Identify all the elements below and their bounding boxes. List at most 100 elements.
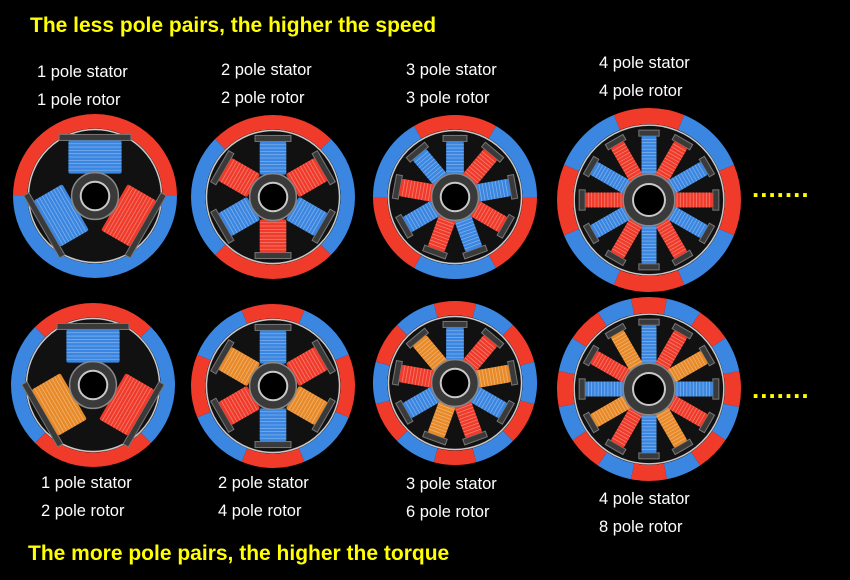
winding-line: [628, 171, 642, 180]
winding-line: [595, 353, 604, 368]
winding-line: [431, 171, 446, 184]
rotor-magnet: [320, 139, 355, 255]
winding-line: [659, 225, 673, 235]
winding-line: [243, 198, 258, 222]
winding-line: [661, 228, 675, 237]
rotor-magnet: [298, 411, 349, 462]
winding-line: [680, 402, 689, 417]
winding-line: [112, 190, 140, 238]
winding-line: [617, 177, 626, 192]
rotor-magnet: [558, 403, 586, 441]
winding-line: [50, 190, 78, 238]
winding-line: [680, 213, 689, 228]
winding-line: [422, 161, 437, 174]
winding-line: [434, 413, 452, 420]
rotor-magnet: [719, 164, 741, 236]
winding-line: [223, 349, 238, 374]
rotor-magnet: [433, 448, 477, 465]
winding-line: [311, 211, 326, 235]
winding-line: [481, 150, 496, 163]
winding-line: [232, 354, 247, 379]
winding-line: [302, 353, 317, 377]
winding-line: [611, 143, 626, 152]
winding-line: [464, 171, 479, 184]
winding-line: [411, 366, 416, 385]
winding-line: [501, 365, 506, 384]
stator-tooth: [578, 378, 625, 400]
winding-line: [291, 170, 306, 195]
winding-line: [422, 205, 432, 222]
winding-line: [598, 355, 607, 369]
rotor-magnet: [298, 310, 349, 361]
stator-coil: [101, 184, 156, 247]
winding-line: [418, 342, 433, 355]
rotor-magnet: [35, 432, 151, 467]
winding-line: [416, 339, 431, 352]
tooth-shoe: [395, 213, 414, 239]
winding-line: [433, 416, 451, 424]
stator-coil: [475, 178, 511, 202]
winding-line: [468, 166, 483, 179]
stator-tooth: [254, 134, 292, 175]
winding-line: [617, 366, 626, 381]
winding-line: [688, 167, 698, 182]
stator-coil: [585, 192, 625, 208]
winding-line: [243, 387, 258, 411]
tooth-shoe: [391, 173, 403, 200]
winding-line: [475, 344, 490, 357]
rotor-magnet: [613, 270, 685, 292]
winding-line: [488, 182, 493, 200]
rotor-magnet: [191, 354, 211, 418]
winding-line: [417, 368, 422, 386]
winding-line: [670, 245, 685, 254]
tooth-shoe: [58, 133, 132, 141]
stator-tooth: [254, 323, 292, 364]
winding-line: [104, 376, 132, 423]
tooth-shoe: [442, 134, 468, 142]
gap-outline: [387, 129, 523, 265]
stator-coil: [641, 413, 657, 453]
winding-line: [468, 352, 483, 365]
winding-line: [628, 360, 642, 369]
winding-line: [620, 368, 629, 382]
winding-line: [672, 177, 681, 192]
stator-tooth: [582, 344, 631, 383]
winding-line: [495, 401, 506, 417]
rotor-magnet: [572, 312, 607, 347]
winding-line: [41, 195, 70, 243]
winding-line: [620, 346, 634, 355]
winding-line: [614, 399, 624, 413]
ellipsis-top: .......: [752, 173, 810, 203]
rotor-magnet: [564, 115, 620, 171]
winding-line: [404, 365, 409, 384]
motor-diagram-top-4: [557, 108, 741, 292]
winding-line: [623, 228, 637, 237]
winding-line: [669, 242, 683, 251]
winding-line: [694, 221, 703, 236]
winding-line: [404, 401, 415, 417]
stator-tooth: [23, 184, 89, 259]
tooth-shoe: [638, 263, 660, 271]
winding-line: [121, 386, 150, 433]
winding-line: [600, 407, 610, 422]
winding-line: [302, 395, 317, 419]
winding-line: [432, 233, 450, 241]
stator-tooth: [210, 386, 260, 434]
winding-line: [598, 220, 607, 234]
winding-line: [666, 154, 680, 163]
rotor-magnet: [502, 325, 535, 366]
winding-line: [592, 412, 601, 427]
rotor-magnet: [191, 139, 226, 255]
rotor-magnet: [472, 430, 513, 463]
winding-line: [433, 230, 451, 238]
winding-line: [686, 169, 695, 183]
winding-line: [457, 223, 475, 231]
winding-line: [600, 218, 610, 233]
winding-line: [408, 366, 413, 384]
winding-line: [672, 332, 687, 341]
winding-line: [296, 203, 311, 227]
rotor-label: 4 pole rotor: [599, 82, 683, 100]
winding-line: [288, 198, 303, 222]
rotor-magnet: [663, 298, 701, 326]
winding-line: [620, 207, 629, 221]
